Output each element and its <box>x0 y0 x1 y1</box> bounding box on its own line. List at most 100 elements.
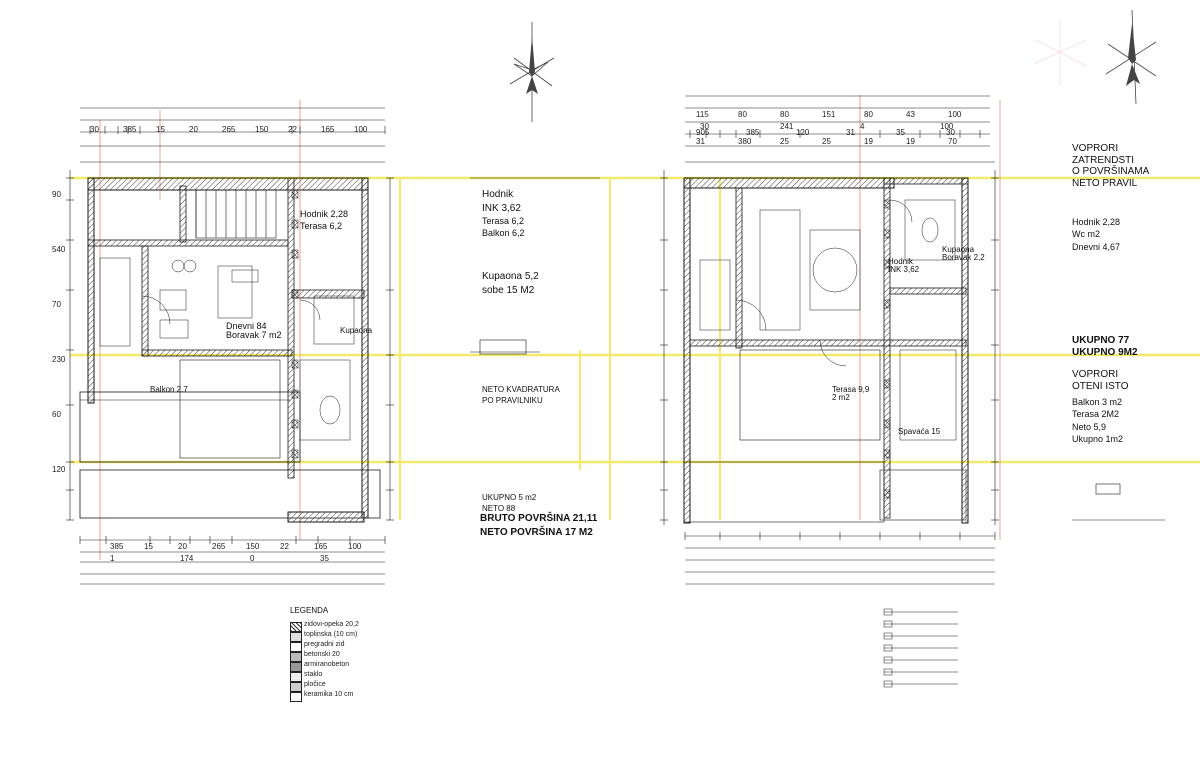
compass-icon <box>509 22 555 122</box>
legend-marker <box>883 608 893 616</box>
kitchen-counter <box>99 257 131 347</box>
room-area: INK 3,62 <box>888 265 920 275</box>
dimension-label-top: 100 <box>940 122 954 131</box>
legend-item: toplinska (10 cm) <box>290 631 410 642</box>
legend-item: pločice <box>290 681 410 692</box>
room-area: Boravak 7 m2 <box>226 330 282 341</box>
middle-summary-bold: BRUTO POVRŠINA 21,11 NETO POVRŠINA 17 M2 <box>480 513 598 541</box>
sink <box>171 259 185 273</box>
dimension-label-top: 70 <box>948 137 957 146</box>
dimension-label-top: 22 <box>288 125 297 134</box>
legend-marker <box>883 656 893 664</box>
room-area: Boravak 2,2 <box>942 253 985 263</box>
legend-item: zidovi-opeka 20,2 <box>290 621 410 632</box>
toilet <box>319 395 341 425</box>
dimension-label-top: 30 <box>946 128 955 137</box>
bathtub <box>299 359 351 441</box>
dimension-label-top: 385 <box>746 128 760 137</box>
sink <box>183 259 197 273</box>
legend-item: keramika 10 cm <box>290 691 410 702</box>
compass-icon <box>1105 9 1157 105</box>
legend-label: staklo <box>304 671 323 678</box>
room-label-hodnik-right: Hodnik INK 3,62 <box>888 257 920 275</box>
north-arrow-faint <box>1030 18 1090 88</box>
wall-top <box>883 177 969 185</box>
dimension-label-top: 31 <box>846 128 855 137</box>
dimension-label-top: 19 <box>864 137 873 146</box>
wall-right <box>961 177 969 524</box>
wall-top <box>87 177 369 191</box>
north-arrow-middle <box>504 14 560 124</box>
text-line: NETO 88 <box>482 504 516 514</box>
dimension-label-top: 80 <box>864 110 873 119</box>
legend-swatch <box>290 622 302 632</box>
column <box>883 199 891 209</box>
legend-marker <box>883 668 893 676</box>
table <box>217 265 253 319</box>
middle-text-block-2: Kupaona 5,2 sobe 15 M2 <box>482 271 539 299</box>
dimension-label-top: 30 <box>90 125 99 134</box>
sofa <box>699 259 731 331</box>
bathroom <box>904 199 956 261</box>
dimension-label-top: 380 <box>738 137 752 146</box>
door-arc <box>735 299 767 331</box>
lower-area <box>683 461 885 523</box>
legend-swatch <box>290 642 302 652</box>
column <box>883 379 891 389</box>
wall-inner <box>689 339 967 347</box>
legend-swatch <box>290 682 302 692</box>
room-label-balkon: Balkon 2.7 <box>150 385 188 394</box>
text-box <box>479 339 527 355</box>
column <box>883 259 891 269</box>
dimension-label-bottom: 0 <box>250 554 255 563</box>
legend-item: pregradni zid <box>290 641 410 652</box>
text-line: INK 3,62 <box>482 202 521 214</box>
room-name: Dnevni 84 <box>226 321 267 331</box>
dimension-label-bottom: 20 <box>178 542 187 551</box>
column <box>883 449 891 459</box>
legend-label: pregradni zid <box>304 641 345 648</box>
text-line: VOPRORI <box>1072 143 1119 154</box>
text-line: Balkon 6,2 <box>482 228 525 239</box>
wall-inner <box>141 245 149 357</box>
dimension-label-bottom: 150 <box>246 542 260 551</box>
summary-line: NETO POVRŠINA 17 M2 <box>480 526 593 538</box>
room-area: 2 m2 <box>832 393 850 403</box>
text-box <box>1095 483 1121 495</box>
wall-left <box>683 177 691 524</box>
text-line: Balkon 3 m2 <box>1072 397 1123 407</box>
room-label-kupaona-right: Kupaona Boravak 2,2 <box>942 245 985 263</box>
wall-bottom <box>287 511 365 523</box>
wall-inner <box>179 185 187 243</box>
right-text-block-1: VOPRORI ZATRENDSTI O POVRŠINAMA NETO PRA… <box>1072 143 1149 190</box>
legend-swatch <box>290 672 302 682</box>
legend-title: LEGENDA <box>290 606 329 615</box>
dimension-label-bottom: 100 <box>348 542 362 551</box>
wall-inner <box>87 239 289 247</box>
bathroom <box>313 295 355 345</box>
text-line: Hodnik 2,28 <box>1072 217 1121 227</box>
door-arc <box>141 295 171 325</box>
legend-swatch <box>290 662 302 672</box>
text-line: Hodnik <box>482 189 514 200</box>
text-line: UKUPNO 5 m2 <box>482 493 537 502</box>
legend-item: armiranobeton <box>290 661 410 672</box>
column <box>291 249 299 259</box>
wall-inner <box>287 177 295 479</box>
compass-icon <box>1033 20 1087 86</box>
legend-label: pločice <box>304 681 326 688</box>
room-label-kupaona: Kupaona <box>340 326 373 335</box>
legend-marker <box>883 620 893 628</box>
room-name: Kupaona <box>942 245 975 254</box>
column <box>883 229 891 239</box>
column <box>883 419 891 429</box>
column <box>883 299 891 309</box>
dimension-label-side: 120 <box>52 465 66 474</box>
summary-line: BRUTO POVRŠINA 21,11 <box>480 513 598 524</box>
dimension-label-top: 100 <box>354 125 368 134</box>
dimension-label-bottom: 1 <box>110 554 115 563</box>
room-label-terasa-right: Terasa 9,9 2 m2 <box>832 385 869 403</box>
legend-swatch <box>290 652 302 662</box>
room-label-spavaca: Spavaća 15 <box>898 427 941 436</box>
